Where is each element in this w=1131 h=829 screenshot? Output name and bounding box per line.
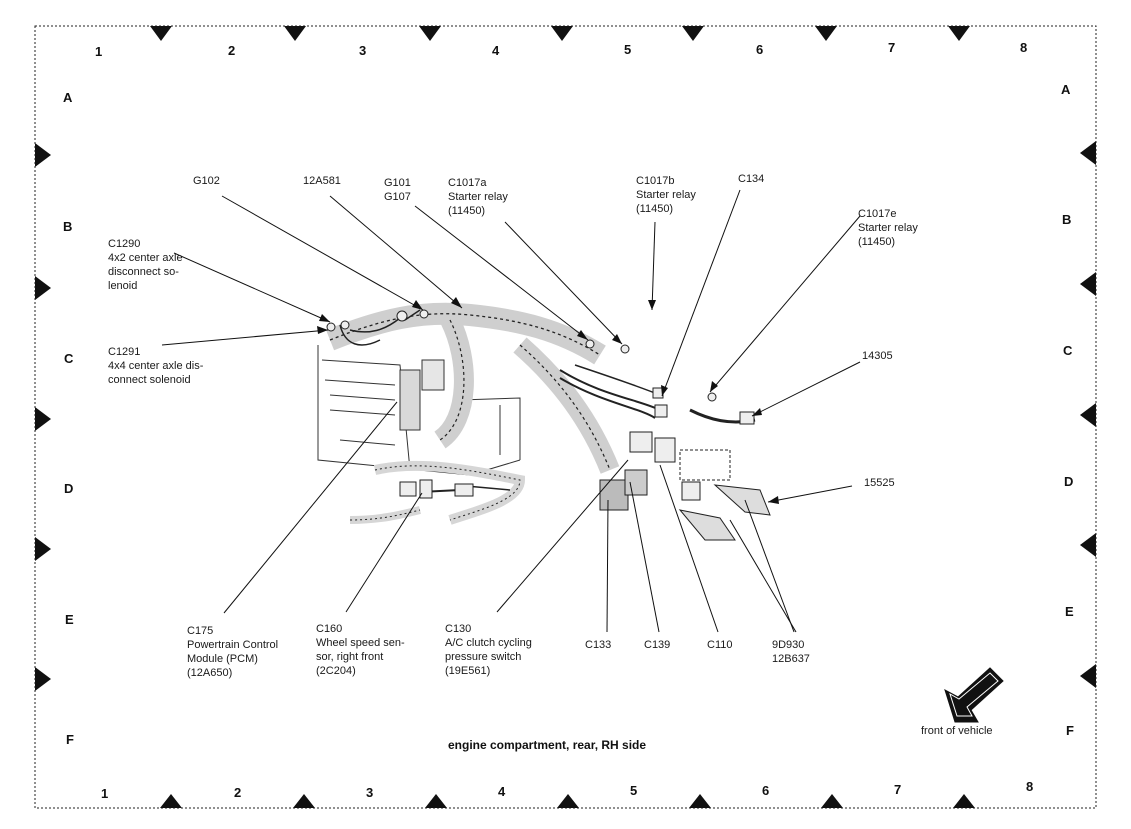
col-label-2-bottom: 2 xyxy=(234,785,242,800)
col-label-7-top: 7 xyxy=(888,40,896,55)
callout-c1017a: C1017a Starter relay (11450) xyxy=(448,177,508,217)
row-label-d-right: D xyxy=(1064,474,1074,489)
callout-c134: C134 xyxy=(738,173,765,185)
callout-9d930-12b637: 9D930 12B637 xyxy=(772,639,810,665)
col-label-4-bottom: 4 xyxy=(498,784,506,799)
col-label-8-bottom: 8 xyxy=(1026,779,1034,794)
col-label-4-top: 4 xyxy=(492,43,500,58)
row-label-f-left: F xyxy=(66,732,74,747)
callout-c133: C133 xyxy=(585,639,612,651)
callout-c1017e: C1017e Starter relay (11450) xyxy=(858,208,918,248)
connectors xyxy=(326,309,771,541)
front-of-vehicle-label: front of vehicle xyxy=(921,725,993,737)
frame-border xyxy=(34,25,1097,809)
row-label-e-right: E xyxy=(1065,604,1074,619)
callout-c1291: C1291 4x4 center axle dis- connect solen… xyxy=(108,346,204,386)
callout-c160: C160 Wheel speed sen- sor, right front (… xyxy=(316,623,405,677)
col-label-7-bottom: 7 xyxy=(894,782,902,797)
right-markers xyxy=(1080,141,1096,688)
col-label-3-bottom: 3 xyxy=(366,785,374,800)
callout-c1290: C1290 4x2 center axle disconnect so- len… xyxy=(108,238,183,292)
row-label-e-left: E xyxy=(65,612,74,627)
col-label-1-bottom: 1 xyxy=(101,786,109,801)
row-label-a-right: A xyxy=(1061,82,1071,97)
callout-14305: 14305 xyxy=(862,350,893,362)
col-label-5-top: 5 xyxy=(624,42,632,57)
callout-c139: C139 xyxy=(644,639,671,651)
callout-15525: 15525 xyxy=(864,477,895,489)
callout-c1017b: C1017b Starter relay (11450) xyxy=(636,175,696,215)
row-label-b-left: B xyxy=(63,219,73,234)
col-label-1-top: 1 xyxy=(95,44,103,59)
leader-lines xyxy=(161,189,861,633)
callout-g101-g107: G101 G107 xyxy=(384,177,411,203)
callout-c110: C110 xyxy=(707,639,733,651)
bottom-markers xyxy=(160,794,975,808)
row-label-f-right: F xyxy=(1066,723,1074,738)
row-label-c-left: C xyxy=(64,351,74,366)
row-label-a-left: A xyxy=(63,90,73,105)
callout-g102: G102 xyxy=(193,175,220,187)
diagram-title: engine compartment, rear, RH side xyxy=(448,738,647,752)
callout-c175: C175 Powertrain Control Module (PCM) (12… xyxy=(187,625,279,679)
callout-c130: C130 A/C clutch cycling pressure switch … xyxy=(445,623,532,677)
col-label-3-top: 3 xyxy=(359,43,367,58)
engine-structure xyxy=(317,345,521,476)
front-arrow-icon xyxy=(944,667,1004,723)
col-label-8-top: 8 xyxy=(1020,40,1028,55)
row-label-b-right: B xyxy=(1062,212,1072,227)
callout-12a581: 12A581 xyxy=(303,175,341,187)
row-label-c-right: C xyxy=(1063,343,1073,358)
top-markers xyxy=(150,26,970,41)
left-markers xyxy=(35,143,51,691)
col-label-6-top: 6 xyxy=(756,42,764,57)
row-label-d-left: D xyxy=(64,481,74,496)
arrowheads xyxy=(317,297,779,504)
col-label-5-bottom: 5 xyxy=(630,783,638,798)
col-label-6-bottom: 6 xyxy=(762,783,770,798)
col-label-2-top: 2 xyxy=(228,43,236,58)
wiring-harness xyxy=(325,302,661,525)
